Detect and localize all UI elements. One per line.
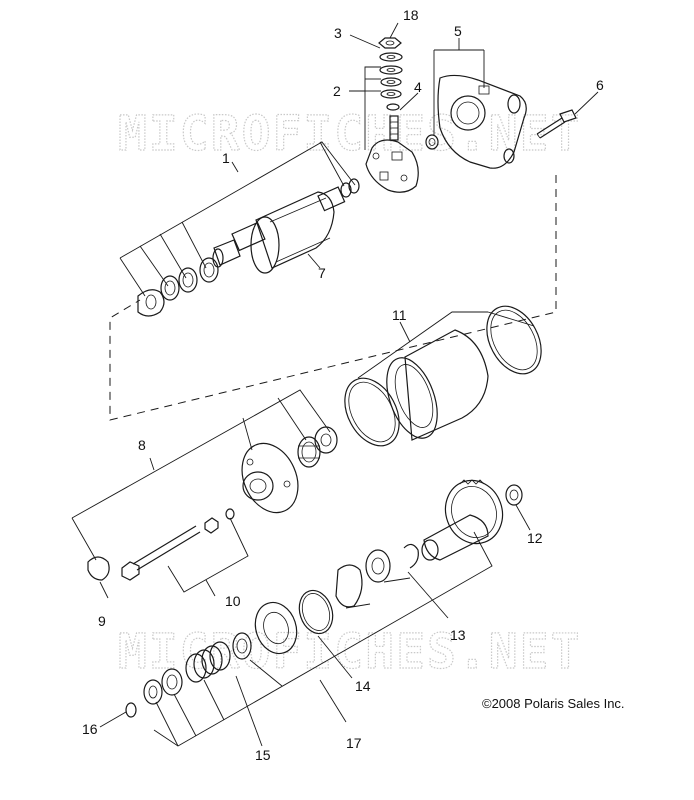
callout-6: 6 [596,77,604,93]
armature-7 [212,178,360,274]
washer-12 [505,484,523,506]
callout-5: 5 [454,23,462,39]
o-ring-14 [298,589,334,635]
callout-16: 16 [82,721,98,737]
callout-4: 4 [414,79,422,95]
pinion-shaft [421,514,489,561]
callout-18: 18 [403,7,419,23]
washer-15a [161,668,183,696]
nut-18 [378,37,402,49]
callout-2: 2 [333,83,341,99]
bearing-large [314,426,338,454]
callout-12: 12 [527,530,543,546]
callout-17: 17 [346,735,362,751]
watermark-bottom: MICROFICHES.NET [118,624,581,680]
clip-16 [125,702,137,718]
bolt-6 [536,109,577,139]
bushing [425,134,439,150]
callout-10: 10 [225,593,241,609]
callout-14: 14 [355,678,371,694]
drive-end-housing-8 [241,442,299,514]
o-ring-large-left [344,377,400,447]
spring-15 [185,641,231,683]
callout-1: 1 [222,150,230,166]
thrust-washer [365,549,391,583]
field-housing [386,329,489,441]
bolt-10 [121,508,235,581]
assembly-dashed-line [109,175,557,421]
o-ring-large-right [486,305,542,375]
copyright-notice: ©2008 Polaris Sales Inc. [482,696,625,711]
watermark-top: MICROFICHES.NET [118,106,581,162]
washer-15b [143,679,163,705]
washer-set-left [137,257,219,317]
bolt-4 [389,115,399,141]
callout-9: 9 [98,613,106,629]
drive-gear [444,479,504,545]
callout-15: 15 [255,747,271,763]
callout-3: 3 [334,25,342,41]
callout-11: 11 [392,307,407,323]
clutch-plate [335,564,363,608]
collar [232,632,252,660]
callout-13: 13 [450,627,466,643]
callout-8: 8 [138,437,146,453]
overrunning-clutch [254,601,298,655]
washers-2 [379,65,403,111]
needle-bearing [297,436,321,468]
callout-7: 7 [318,265,326,281]
cap-9 [87,556,110,581]
washer-3 [379,52,403,62]
snap-ring-13 [403,543,419,569]
brush-plate [365,139,419,193]
leader-lines [71,22,599,747]
callouts: 1 2 3 4 5 6 7 8 9 10 11 12 13 14 15 16 1… [82,7,604,763]
